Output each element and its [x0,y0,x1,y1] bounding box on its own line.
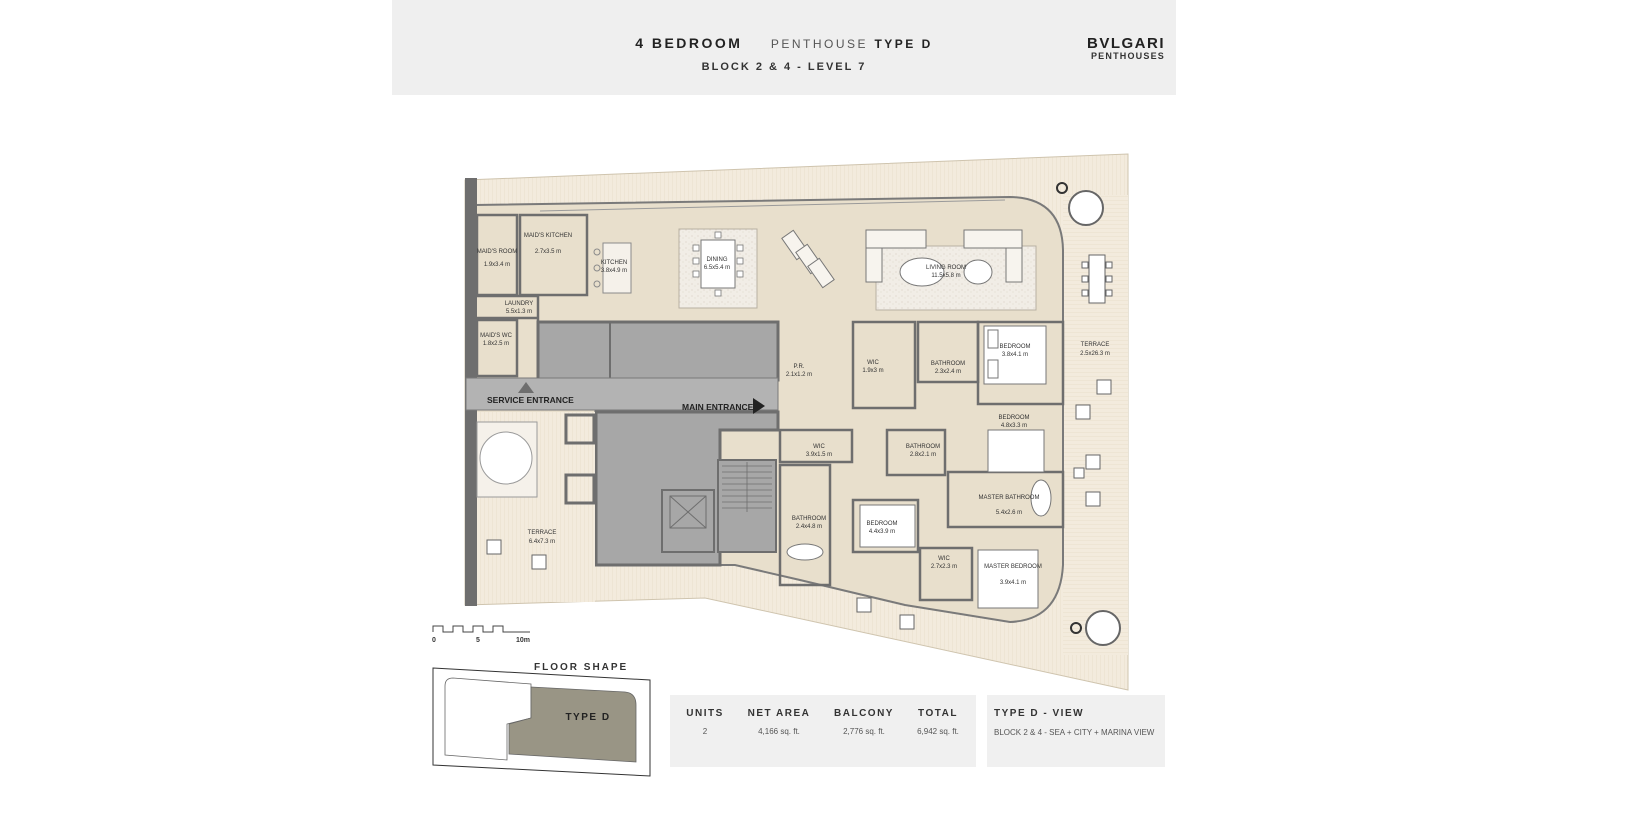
dining-table [700,239,736,289]
room-name: LAUNDRY [505,301,534,307]
room-name: MAID'S ROOM [477,249,517,255]
service-entrance-arrow [518,382,534,393]
brand-sub: PENTHOUSES [1090,51,1165,61]
room-size: 3.8x4.1 m [1002,352,1028,358]
room-size: 2.4x4.8 m [796,524,822,530]
room-name: BATHROOM [792,516,826,522]
room-name: MAID'S KITCHEN [524,233,572,239]
total-column: TOTAL 6,942 sq. ft. [910,708,966,736]
room-name: WIC [813,444,825,450]
balcony-header: BALCONY [834,708,894,719]
room-name: KITCHEN [601,260,627,266]
units-column: UNITS 2 [682,708,728,736]
room-size: 3.9x4.1 m [1000,580,1026,586]
room-size: 2.1x1.2 m [786,372,812,378]
brand-logo: BVLGARI PENTHOUSES [1087,35,1165,61]
room-size: 2.7x3.5 m [535,249,561,255]
balcony-value: 2,776 sq. ft. [843,727,885,736]
balcony-column: BALCONY 2,776 sq. ft. [830,708,898,736]
room-size: 2.3x2.4 m [935,369,961,375]
room-name: WIC [938,556,950,562]
room-size: 6.5x5.4 m [704,265,730,271]
room-name: MASTER BEDROOM [984,564,1042,570]
scale-10: 10m [516,637,530,644]
room-name: BATHROOM [906,444,940,450]
main-entrance-arrow [753,398,765,414]
main-entrance-label: MAIN ENTRANCE [682,402,754,412]
stats-panel: UNITS 2 NET AREA 4,166 sq. ft. BALCONY 2… [670,695,976,767]
total-value: 6,942 sq. ft. [917,727,959,736]
bathtub-2 [786,543,824,561]
room-name: P.R. [794,364,805,370]
net-area-header: NET AREA [747,708,811,719]
floor-shape-title: FLOOR SHAPE [534,662,629,673]
net-area-column: NET AREA 4,166 sq. ft. [744,708,814,736]
round-chair-1 [1068,190,1104,226]
room-size: 2.7x2.3 m [931,564,957,570]
total-header: TOTAL [918,708,958,719]
room-size: 6.4x7.3 m [529,539,555,545]
view-title: TYPE D - VIEW [994,708,1085,719]
net-area-value: 4,166 sq. ft. [758,727,800,736]
room-size: 11.5x5.8 m [931,273,960,279]
header-bar: 4 BEDROOM PENTHOUSE TYPE D BLOCK 2 & 4 -… [392,0,1176,95]
penthouse-label: PENTHOUSE [770,37,869,51]
bed-3 [859,504,916,548]
room-size: 5.5x1.3 m [506,309,532,315]
elevator [661,489,715,553]
bathtub-master [1030,479,1052,517]
round-chair-2 [1085,610,1121,646]
floor-shape-keyplan: TYPE D [432,667,651,777]
bed-4 [977,549,1039,609]
bedroom-count: 4 BEDROOM [635,35,743,51]
room-size: 2.5x26.3 m [1080,351,1110,357]
outdoor-table [1088,254,1106,304]
service-entrance-label: SERVICE ENTRANCE [487,395,574,405]
core-upper [536,320,780,382]
room-size: 1.9x3.4 m [484,262,510,268]
view-panel: TYPE D - VIEW BLOCK 2 & 4 - SEA + CITY +… [987,695,1165,767]
type-d-highlight [508,686,637,763]
room-size: 1.8x2.5 m [483,341,509,347]
jacuzzi [479,431,533,485]
room-name: TERRACE [528,530,557,536]
room-name: BATHROOM [931,361,965,367]
keyplan-unit-label: TYPE D [565,712,610,723]
room-name: BEDROOM [866,521,897,527]
room-name: TERRACE [1081,342,1110,348]
room-size: 5.4x2.6 m [996,510,1022,516]
room-name: MAID'S WC [480,333,512,339]
unit-title: 4 BEDROOM PENTHOUSE TYPE D [392,35,1176,51]
core-lower [594,410,780,567]
kitchen-island [602,242,632,294]
room-size: 2.8x2.1 m [910,452,936,458]
room-size: 3.8x4.9 m [601,268,627,274]
room-name: WIC [867,360,879,366]
room-labels: MAID'S ROOM 1.9x3.4 m MAID'S KITCHEN 2.7… [477,233,1110,586]
corridor [465,377,779,411]
scale-5: 5 [476,637,480,644]
units-header: UNITS [686,708,724,719]
room-size: 1.9x3 m [862,368,883,374]
view-text: BLOCK 2 & 4 - SEA + CITY + MARINA VIEW [994,728,1155,737]
room-size: 4.8x3.3 m [1001,423,1027,429]
scale-0: 0 [432,637,436,644]
room-name: DINING [707,257,728,263]
room-name: BEDROOM [998,415,1029,421]
room-size: 3.9x1.5 m [806,452,832,458]
brand-name: BVLGARI [1087,35,1165,52]
unit-type: TYPE D [874,37,933,51]
room-size: 4.4x3.9 m [869,529,895,535]
room-name: BEDROOM [999,344,1030,350]
bed-2 [987,429,1045,473]
block-level: BLOCK 2 & 4 - LEVEL 7 [701,61,867,73]
scale-bar: 0 5 10m [432,625,530,644]
room-name: LIVING ROOM [926,265,966,271]
units-value: 2 [702,727,708,736]
room-name: MASTER BATHROOM [979,495,1040,501]
